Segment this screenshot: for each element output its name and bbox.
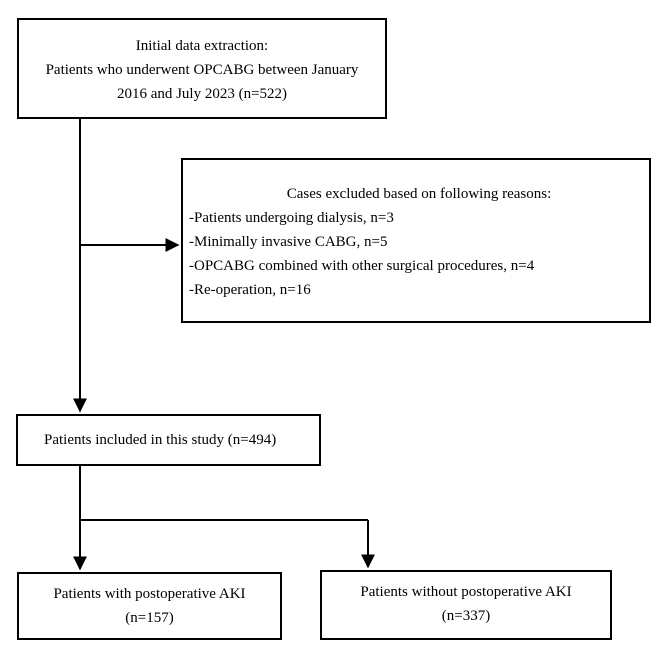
exclusion-reason-minimally-invasive: -Minimally invasive CABG, n=5 (189, 234, 388, 250)
initial-extraction-box: Initial data extraction: Patients who un… (17, 18, 387, 119)
with-aki-label: Patients with postoperative AKI (53, 586, 246, 602)
included-patients-text: Patients included in this study (n=494) (44, 432, 277, 448)
without-aki-box: Patients without postoperative AKI (n=33… (320, 570, 612, 640)
without-aki-label: Patients without postoperative AKI (360, 584, 572, 600)
exclusion-reason-dialysis: -Patients undergoing dialysis, n=3 (189, 210, 394, 226)
exclusion-reason-combined-procedures: -OPCABG combined with other surgical pro… (189, 258, 535, 274)
without-aki-count: (n=337) (441, 608, 491, 624)
with-aki-box: Patients with postoperative AKI (n=157) (17, 572, 282, 640)
exclusion-box: Cases excluded based on following reason… (181, 158, 651, 323)
initial-extraction-text-line-1: Patients who underwent OPCABG between Ja… (45, 62, 359, 78)
exclusion-reason-reoperation: -Re-operation, n=16 (189, 282, 311, 298)
included-patients-box: Patients included in this study (n=494) (16, 414, 321, 466)
with-aki-count: (n=157) (125, 610, 174, 626)
initial-extraction-text-line-2: 2016 and July 2023 (n=522) (116, 86, 288, 102)
exclusion-title: Cases excluded based on following reason… (286, 186, 552, 202)
initial-extraction-title: Initial data extraction: (135, 38, 269, 54)
